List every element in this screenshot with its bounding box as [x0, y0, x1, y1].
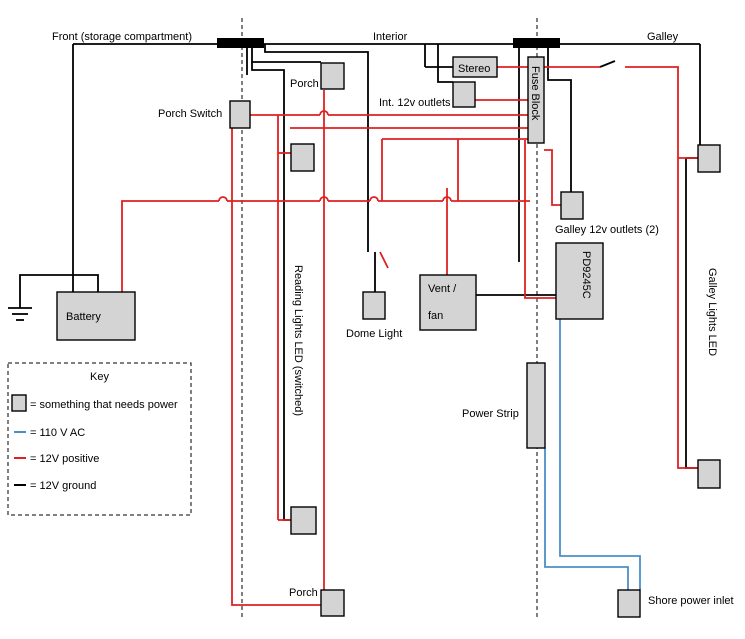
label-porch-switch: Porch Switch: [158, 108, 222, 120]
positive-wires: [121, 66, 700, 606]
label-porch-bottom: Porch: [289, 587, 318, 599]
porch-light-top: [320, 62, 345, 90]
label-galley: Galley: [647, 31, 679, 43]
stereo: [452, 56, 498, 78]
vent-fan: [419, 274, 477, 331]
porch-light-bottom: [320, 589, 345, 617]
label-shore-power: Shore power inlet: [648, 595, 734, 607]
reading-light-top: [290, 143, 315, 172]
label-galley-outlets: Galley 12v outlets (2): [555, 224, 659, 236]
legend-item-power: = something that needs power: [30, 399, 178, 411]
galley-bus-bar: [513, 38, 560, 48]
label-pd9245c: PD9245C: [580, 251, 592, 299]
battery: [56, 291, 136, 341]
galley-12v-outlets: [560, 191, 584, 220]
galley-light-top: [697, 144, 721, 173]
label-interior: Interior: [373, 31, 408, 43]
ac-wires: [544, 318, 641, 590]
power-strip: [526, 362, 546, 449]
label-reading-lights: Reading Lights LED (switched): [292, 265, 304, 416]
label-int-outlets: Int. 12v outlets: [379, 97, 451, 109]
label-power-strip: Power Strip: [462, 408, 519, 420]
label-front: Front (storage compartment): [52, 31, 192, 43]
int-12v-outlets: [452, 81, 476, 108]
legend-item-ground: = 12V ground: [30, 480, 96, 492]
dome-light: [362, 291, 386, 320]
label-fuse-block: Fuse Block: [529, 66, 541, 121]
label-galley-lights: Galley Lights LED: [706, 268, 718, 356]
fuse-block: [527, 56, 545, 144]
label-porch-top: Porch: [290, 78, 319, 90]
pd9245c-converter: [555, 242, 604, 320]
label-vent: Vent /: [428, 283, 457, 295]
legend: Key = something that needs power = 110 V…: [7, 362, 192, 516]
legend-title: Key: [90, 371, 109, 383]
legend-item-positive: = 12V positive: [30, 453, 99, 465]
front-bus-bar: [217, 38, 264, 48]
shore-power-inlet: [617, 589, 641, 618]
legend-item-ac: = 110 V AC: [30, 427, 85, 439]
galley-light-bottom: [697, 459, 721, 489]
earth-ground-icon: [8, 307, 32, 321]
label-fan: fan: [428, 310, 443, 322]
label-stereo: Stereo: [458, 63, 490, 75]
label-battery: Battery: [66, 311, 101, 323]
porch-switch: [229, 100, 251, 129]
legend-swatch-box: [11, 394, 27, 412]
label-dome-light: Dome Light: [346, 328, 402, 340]
reading-light-bottom: [290, 506, 317, 535]
